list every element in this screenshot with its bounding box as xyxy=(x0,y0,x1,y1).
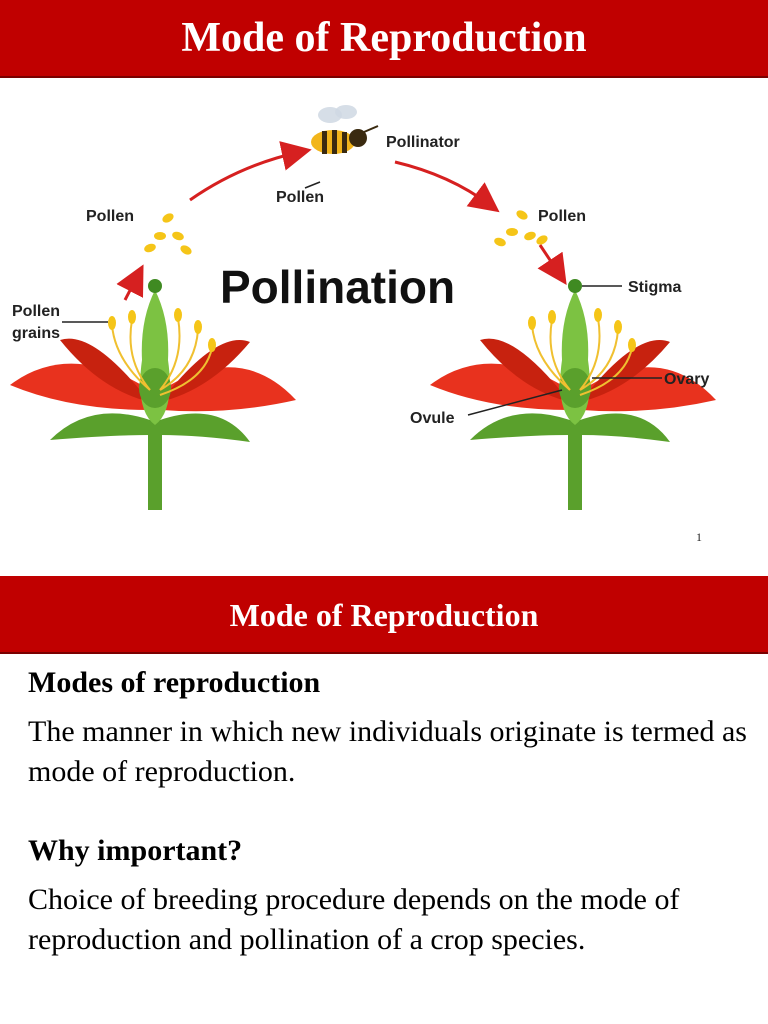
section-heading-modes: Modes of reproduction xyxy=(28,666,321,699)
section-text-importance: Choice of breeding procedure depends on … xyxy=(28,883,680,956)
label-pollen-grains-line2: grains xyxy=(12,325,60,342)
slide-content: Modes of reproduction The manner in whic… xyxy=(28,664,748,960)
slide-1: Mode of Reproduction xyxy=(0,0,768,544)
slide-title: Mode of Reproduction xyxy=(0,576,768,654)
pollination-diagram: Pollination Pollinator Pollen Pollen Pol… xyxy=(10,105,716,510)
flower-right xyxy=(430,279,716,510)
label-stigma: Stigma xyxy=(628,279,681,296)
arrow-from-bee xyxy=(394,160,500,213)
label-pollen-left: Pollen xyxy=(86,208,134,225)
section-heading-importance: Why important? xyxy=(28,834,243,867)
flower-left xyxy=(10,279,296,510)
bee-icon xyxy=(311,105,379,154)
label-ovary: Ovary xyxy=(664,371,709,388)
label-ovule: Ovule xyxy=(410,410,455,427)
label-pollen-grains-line1: Pollen xyxy=(12,303,60,320)
slide-2: Mode of Reproduction Modes of reproducti… xyxy=(0,576,768,1024)
label-pollen-top: Pollen xyxy=(276,189,324,206)
diagram-heading: Pollination xyxy=(220,261,455,313)
arrow-to-bee xyxy=(189,141,312,202)
section-text-modes: The manner in which new individuals orig… xyxy=(28,715,747,788)
pollen-grains-top xyxy=(144,210,548,255)
slide-title: Mode of Reproduction xyxy=(0,0,768,78)
label-pollinator: Pollinator xyxy=(386,134,460,151)
arrow-left-up xyxy=(116,264,144,301)
page-number: 1 xyxy=(696,530,702,544)
arrow-to-stigma xyxy=(537,244,567,285)
slide-divider xyxy=(0,560,768,576)
label-pollen-right: Pollen xyxy=(538,208,586,225)
